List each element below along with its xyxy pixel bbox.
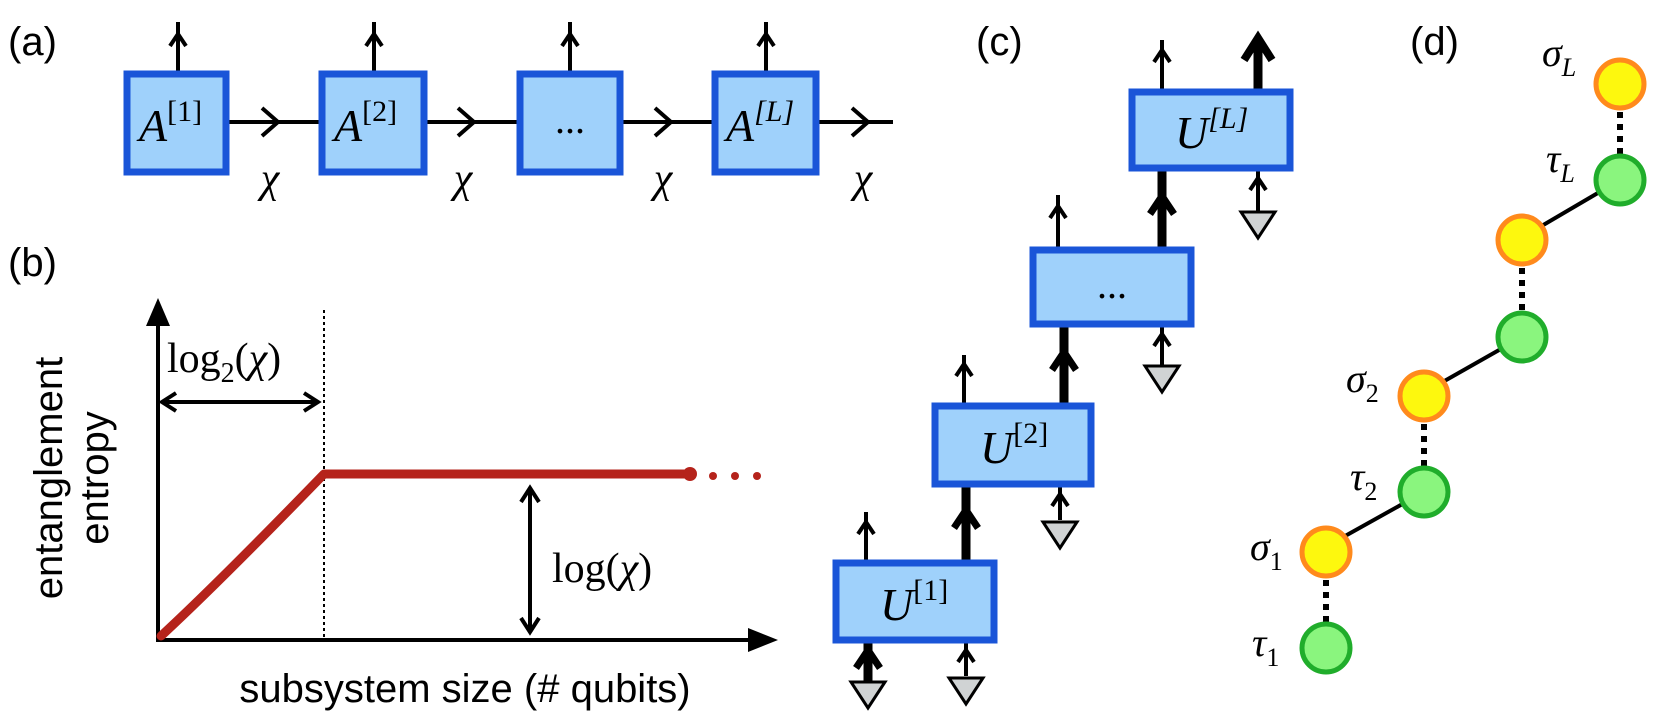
bond-dim-label-3: χ — [650, 156, 674, 202]
bond-dim-label-4: χ — [850, 156, 874, 202]
panel-label-b: (b) — [8, 241, 57, 285]
node-tau-mid — [1495, 310, 1549, 364]
node-tau-1 — [1299, 621, 1353, 675]
log-chi-label: log(χ) — [552, 546, 652, 592]
bond-arrow-2 — [456, 106, 478, 138]
log2-chi-label: log2(χ) — [167, 336, 281, 389]
label-sigma-L: σL — [1542, 30, 1576, 82]
circuit: U[L] ... U[2] U[1] — [832, 30, 1294, 711]
label-sigma-2: σ2 — [1346, 356, 1379, 408]
node-tau-L — [1593, 153, 1647, 207]
label-tau-1: τ1 — [1252, 620, 1279, 672]
gate-U1 — [832, 559, 998, 644]
ancilla-triangle-0 — [848, 680, 888, 711]
physical-legs — [168, 22, 776, 72]
entropy-plot: log2(χ) log(χ) entanglement entropy subs… — [27, 298, 778, 711]
mps-tensor-1 — [123, 70, 230, 176]
panel-label-a: (a) — [8, 20, 57, 64]
entropy-curve — [156, 469, 695, 641]
mps-tensor-ellipsis — [516, 70, 624, 176]
mps-chain: A[1] A[2] ... A[L] χ χ χ χ — [123, 22, 893, 202]
node-sigma-L — [1593, 57, 1647, 111]
mps-tensor-2 — [318, 70, 428, 176]
panel-label-c: (c) — [976, 20, 1023, 64]
node-sigma-mid — [1495, 213, 1549, 267]
y-axis-label-line1: entanglement — [27, 357, 71, 599]
gate-ellipsis — [1029, 246, 1195, 328]
gate-UL — [1128, 88, 1294, 172]
y-axis-arrowhead — [146, 298, 170, 326]
mps-label-1: A[1] — [136, 95, 202, 151]
label-tau-2: τ2 — [1350, 454, 1377, 506]
bond-arrow-1 — [260, 106, 282, 138]
node-tau-2 — [1397, 465, 1451, 519]
mps-label-ellipsis: ... — [555, 97, 585, 142]
gate-label-2: U[2] — [980, 417, 1048, 473]
mps-tensor-L — [711, 70, 820, 176]
mps-label-L: A[L] — [723, 95, 794, 151]
mps-label-2: A[2] — [331, 95, 397, 151]
y-axis-label-line2: entropy — [73, 411, 117, 544]
bond-arrow-3 — [653, 106, 675, 138]
x-axis-label: subsystem size (# qubits) — [239, 667, 690, 711]
ancilla-triangle-ellipsis — [1142, 364, 1182, 395]
node-sigma-2 — [1397, 369, 1451, 423]
bond-dim-label-1: χ — [257, 156, 281, 202]
gate-label-ellipsis: ... — [1097, 262, 1127, 307]
ancilla-triangle-2 — [1040, 520, 1080, 551]
gate-label-L: U[L] — [1175, 102, 1248, 158]
gate-label-1: U[1] — [880, 574, 948, 630]
label-tau-L: τL — [1546, 136, 1575, 188]
ancilla-triangle-L — [1238, 210, 1278, 241]
gate-U2 — [931, 402, 1095, 488]
bond-dim-label-2: χ — [450, 156, 474, 202]
bond-arrow-4 — [850, 106, 872, 138]
curve-end-dot — [683, 467, 697, 481]
spin-chain: σL τL σ2 τ2 σ1 τ1 — [1250, 30, 1647, 675]
label-sigma-1: σ1 — [1250, 524, 1283, 576]
continuation-dot-1 — [709, 472, 717, 480]
continuation-dot-2 — [731, 472, 739, 480]
ancilla-triangle-1 — [946, 676, 986, 707]
x-axis-arrowhead — [748, 628, 778, 652]
panel-label-d: (d) — [1410, 20, 1459, 64]
continuation-dot-3 — [753, 472, 761, 480]
node-sigma-1 — [1299, 525, 1353, 579]
